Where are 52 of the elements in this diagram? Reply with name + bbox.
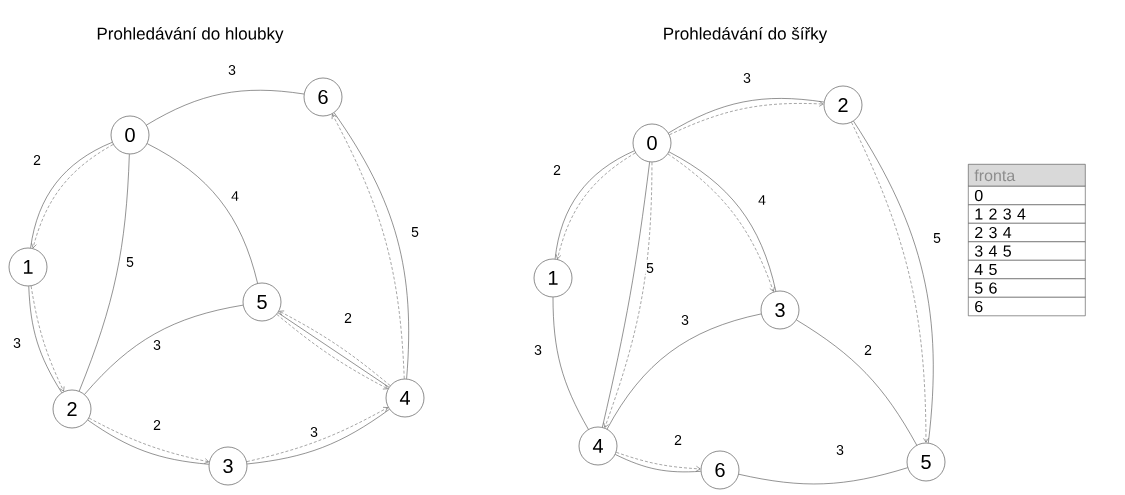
graph-vertex: 3 — [208, 446, 248, 486]
table-cell: 3 4 5 — [968, 241, 1086, 261]
edge-label: 5 — [932, 232, 942, 244]
graph-edge — [606, 313, 762, 430]
graph-vertex: 0 — [110, 115, 150, 155]
table-cell: 5 6 — [968, 278, 1086, 298]
graph-edge — [552, 297, 589, 430]
graph-vertex: 5 — [906, 442, 946, 482]
edge-label: 3 — [309, 426, 319, 438]
edge-label: 2 — [863, 344, 873, 356]
graph-edge — [796, 319, 917, 446]
graph-vertex: 1 — [8, 247, 48, 287]
graph-edge — [84, 304, 244, 395]
edge-label: 2 — [32, 154, 42, 166]
graph-vertex: 5 — [242, 282, 282, 322]
edge-label: 4 — [230, 190, 240, 202]
graph-edge — [146, 143, 258, 284]
edge-label: 3 — [152, 339, 162, 351]
table-header-cell: fronta — [968, 164, 1086, 187]
graph-vertex: 4 — [385, 378, 425, 418]
edge-label: 2 — [673, 434, 683, 446]
graph-vertex: 6 — [303, 77, 343, 117]
graph-vertex: 3 — [760, 290, 800, 330]
table-cell: 0 — [968, 186, 1086, 206]
edge-label: 2 — [343, 312, 353, 324]
graph-edge — [738, 467, 908, 485]
edge-label: 5 — [125, 256, 135, 268]
edge-label: 3 — [12, 337, 22, 349]
table-cell: 1 2 3 4 — [968, 204, 1086, 224]
edge-label: 2 — [152, 419, 162, 431]
graph-vertex: 0 — [632, 123, 672, 163]
edge-label: 3 — [835, 444, 845, 456]
graph-vertex: 6 — [700, 450, 740, 490]
edge-label: 5 — [645, 262, 655, 274]
graph-edge — [146, 89, 305, 126]
graph-vertex: 4 — [578, 426, 618, 466]
edge-label: 4 — [757, 194, 767, 206]
edge-label: 3 — [742, 72, 752, 84]
panel-title: Prohledávání do hloubky — [97, 27, 284, 43]
edge-label: 3 — [533, 344, 543, 356]
graph-vertex: 2 — [52, 389, 92, 429]
table-cell: 6 — [968, 297, 1086, 317]
edge-label: 5 — [410, 226, 420, 238]
edge-label: 3 — [680, 314, 690, 326]
graph-vertex: 2 — [823, 85, 863, 125]
table-cell: 2 3 4 — [968, 223, 1086, 243]
graph-edge — [78, 154, 130, 392]
table-cell: 4 5 — [968, 260, 1086, 280]
edge-label: 3 — [227, 64, 237, 76]
edge-label: 2 — [552, 164, 562, 176]
graph-vertex: 1 — [533, 258, 573, 298]
panel-title: Prohledávání do šířky — [664, 27, 828, 43]
